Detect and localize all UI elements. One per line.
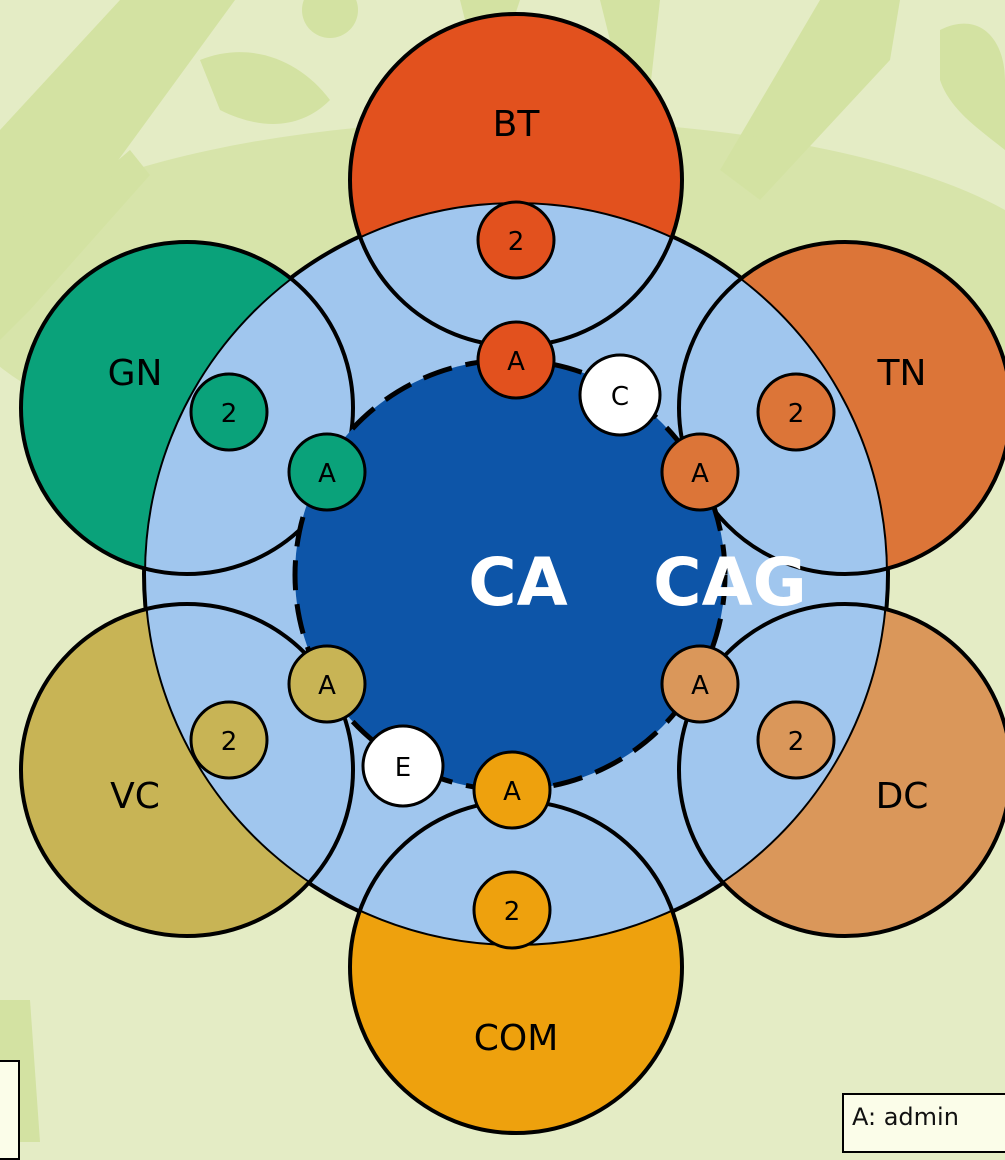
- svg-text:C: C: [611, 382, 629, 412]
- label-dc: DC: [876, 776, 929, 817]
- svg-text:A: A: [507, 347, 525, 377]
- dc-fill: [679, 604, 1005, 936]
- legend-box: A: admin: [842, 1093, 1005, 1153]
- svg-text:E: E: [395, 753, 411, 783]
- node-dc-2: 2: [756, 700, 836, 780]
- label-vc: VC: [110, 776, 160, 817]
- svg-text:2: 2: [221, 727, 238, 757]
- node-vc-a: A: [287, 644, 367, 724]
- svg-text:A: A: [318, 671, 336, 701]
- label-ca: CA: [468, 544, 568, 621]
- dc-outline: [677, 602, 1005, 938]
- node-bt-2: 2: [476, 200, 556, 280]
- tn-outline: [677, 240, 1005, 576]
- svg-text:A: A: [691, 459, 709, 489]
- label-com: COM: [474, 1018, 559, 1059]
- node-bt-a: A: [476, 320, 556, 400]
- label-gn: GN: [108, 353, 163, 394]
- svg-text:2: 2: [788, 727, 805, 757]
- vc-fill: [21, 604, 353, 936]
- left-partial-box: [0, 1060, 20, 1160]
- node-gn-a: A: [287, 432, 367, 512]
- svg-text:A: A: [318, 459, 336, 489]
- gn-fill: [21, 242, 353, 574]
- node-com-2: 2: [472, 870, 552, 950]
- tn-fill: [679, 242, 1005, 574]
- label-cag: CAG: [653, 544, 807, 621]
- satellite-outlines: [19, 12, 1005, 1135]
- bt-fill: [350, 14, 682, 346]
- vc-outline: [19, 602, 355, 938]
- node-gn-2: 2: [189, 372, 269, 452]
- node-dc-a: A: [660, 644, 740, 724]
- svg-text:A: A: [503, 777, 521, 807]
- svg-text:2: 2: [504, 897, 521, 927]
- node-tn-2: 2: [756, 372, 836, 452]
- node-e: E: [361, 724, 445, 808]
- nodes: A 2 A 2 A 2 A 2 A 2 A 2 C E: [189, 200, 836, 950]
- svg-text:2: 2: [221, 399, 238, 429]
- svg-text:2: 2: [508, 227, 525, 257]
- node-c: C: [578, 353, 662, 437]
- svg-text:A: A: [691, 671, 709, 701]
- legend-text: A: admin: [852, 1103, 959, 1131]
- node-tn-a: A: [660, 432, 740, 512]
- gn-outline: [19, 240, 355, 576]
- label-bt: BT: [493, 104, 541, 145]
- node-com-a: A: [472, 750, 552, 830]
- satellite-fills: [21, 14, 1005, 1133]
- svg-text:2: 2: [788, 399, 805, 429]
- label-tn: TN: [877, 353, 927, 394]
- node-vc-2: 2: [189, 700, 269, 780]
- com-fill: [350, 801, 682, 1133]
